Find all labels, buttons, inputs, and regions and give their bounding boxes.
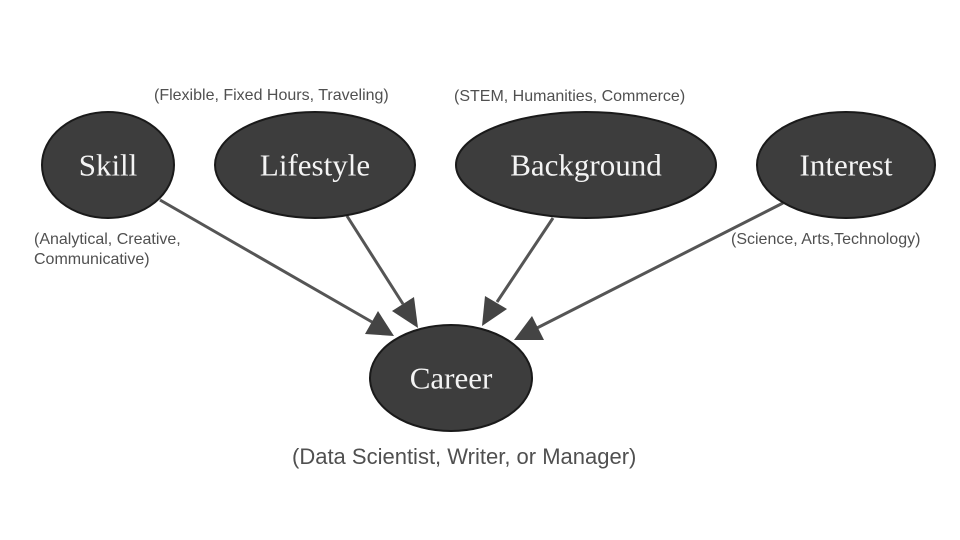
node-background-label: Background [510,148,662,183]
annotation-lifestyle: (Flexible, Fixed Hours, Traveling) [154,87,389,104]
node-skill: Skill [41,111,175,219]
node-lifestyle: Lifestyle [214,111,416,219]
annotation-career: (Data Scientist, Writer, or Manager) [292,444,636,469]
edge-interest-to-career [514,201,784,340]
edge-skill-to-career [159,198,394,336]
node-background: Background [455,111,717,219]
node-background-shape [455,111,717,219]
node-interest: Interest [756,111,936,219]
node-interest-shape [756,111,936,219]
annotation-skill-line1: (Analytical, Creative, [34,231,181,248]
node-career: Career [369,324,533,432]
node-lifestyle-shape [214,111,416,219]
edges [159,198,784,340]
edge-lifestyle-to-career [345,215,418,328]
node-lifestyle-label: Lifestyle [260,148,370,183]
node-skill-shape [41,111,175,219]
annotation-background: (STEM, Humanities, Commerce) [454,88,685,105]
node-skill-label: Skill [79,148,138,183]
node-career-shape [369,324,533,432]
node-interest-label: Interest [800,148,893,183]
annotation-interest: (Science, Arts,Technology) [731,231,920,248]
node-career-label: Career [410,361,493,396]
edge-background-to-career [482,217,555,326]
annotation-skill-line2: Communicative) [34,251,150,268]
